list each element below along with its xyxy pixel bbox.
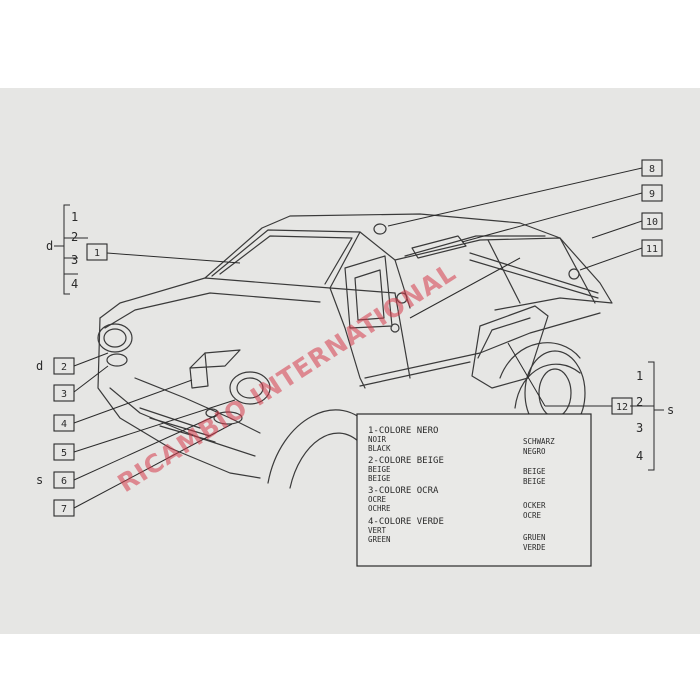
side-marker-s-right: s: [667, 403, 674, 417]
callout-5: 5: [53, 443, 75, 461]
callout-3-label: 3: [61, 389, 67, 400]
bracket-left-2: 2: [71, 230, 78, 244]
legend-row-1-left: 1-COLORE NERO: [368, 426, 438, 436]
legend-row-5-right: BEIGE: [523, 467, 546, 476]
callout-6-label: 6: [61, 476, 67, 487]
side-marker-s-left: s: [36, 473, 43, 487]
color-legend: 1-COLORE NERO NOIR SCHWARZ BLACK NEGRO 2…: [356, 413, 592, 567]
bracket-left-1: 1: [71, 210, 78, 224]
callout-10-label: 10: [646, 217, 658, 228]
callout-12-label: 12: [616, 402, 628, 413]
callout-11: 11: [641, 239, 663, 257]
callout-1: 1: [86, 243, 108, 261]
side-marker-d-top: d: [46, 239, 53, 253]
legend-row-10-left: 4-COLORE VERDE: [368, 517, 444, 527]
callout-2-label: 2: [61, 362, 67, 373]
legend-row-9-right: OCRE: [523, 511, 542, 520]
exploded-parts-diagram: 1 2 3 4 d 1 2 3 4 s 1 2 d 3 4 5 6 s: [36, 159, 674, 567]
legend-row-6-left: BEIGE: [368, 474, 391, 483]
left-bracket-group: 1 2 3 4 d: [46, 204, 88, 295]
callout-6: 6 s: [36, 471, 75, 489]
parts-diagram-sheet: 1 2 3 4 d 1 2 3 4 s 1 2 d 3 4 5 6 s: [0, 88, 700, 634]
callout-8: 8: [641, 159, 663, 177]
legend-row-5-left: BEIGE: [368, 465, 391, 474]
callout-11-label: 11: [646, 244, 658, 255]
callout-1-label: 1: [94, 248, 100, 259]
callout-4-label: 4: [61, 419, 67, 430]
legend-row-3-right: NEGRO: [523, 447, 546, 456]
right-bracket-group: 1 2 3 4 s: [630, 361, 674, 471]
callout-9: 9: [641, 184, 663, 202]
callout-12: 12: [611, 397, 633, 415]
legend-row-9-left: OCHRE: [368, 504, 391, 513]
bracket-right-4: 4: [636, 449, 643, 463]
callout-9-label: 9: [649, 189, 655, 200]
legend-row-11-right: GRUEN: [523, 533, 546, 542]
legend-row-12-left: GREEN: [368, 535, 391, 544]
callout-4: 4: [53, 414, 75, 432]
callout-7: 7: [53, 499, 75, 517]
callout-8-label: 8: [649, 164, 655, 175]
callout-2: 2 d: [36, 357, 75, 375]
car-outline: [97, 213, 613, 489]
callout-3: 3: [53, 384, 75, 402]
bracket-left-3: 3: [71, 253, 78, 267]
bracket-left-4: 4: [71, 277, 78, 291]
legend-row-2-left: NOIR: [368, 435, 387, 444]
callout-10: 10: [641, 212, 663, 230]
bracket-right-2: 2: [636, 395, 643, 409]
legend-row-3-left: BLACK: [368, 444, 391, 453]
legend-row-12-right: VERDE: [523, 543, 546, 552]
legend-row-4-left: 2-COLORE BEIGE: [368, 456, 444, 466]
leader-lines: [73, 167, 643, 509]
side-marker-d-mid: d: [36, 359, 43, 373]
legend-row-8-right: OCKER: [523, 501, 546, 510]
bracket-right-3: 3: [636, 421, 643, 435]
callout-7-label: 7: [61, 504, 67, 515]
legend-row-6-right: BEIGE: [523, 477, 546, 486]
bracket-right-1: 1: [636, 369, 643, 383]
callout-5-label: 5: [61, 448, 67, 459]
legend-row-8-left: OCRE: [368, 495, 387, 504]
legend-row-2-right: SCHWARZ: [523, 437, 555, 446]
legend-row-11-left: VERT: [368, 526, 387, 535]
legend-row-7-left: 3-COLORE OCRA: [368, 486, 439, 496]
